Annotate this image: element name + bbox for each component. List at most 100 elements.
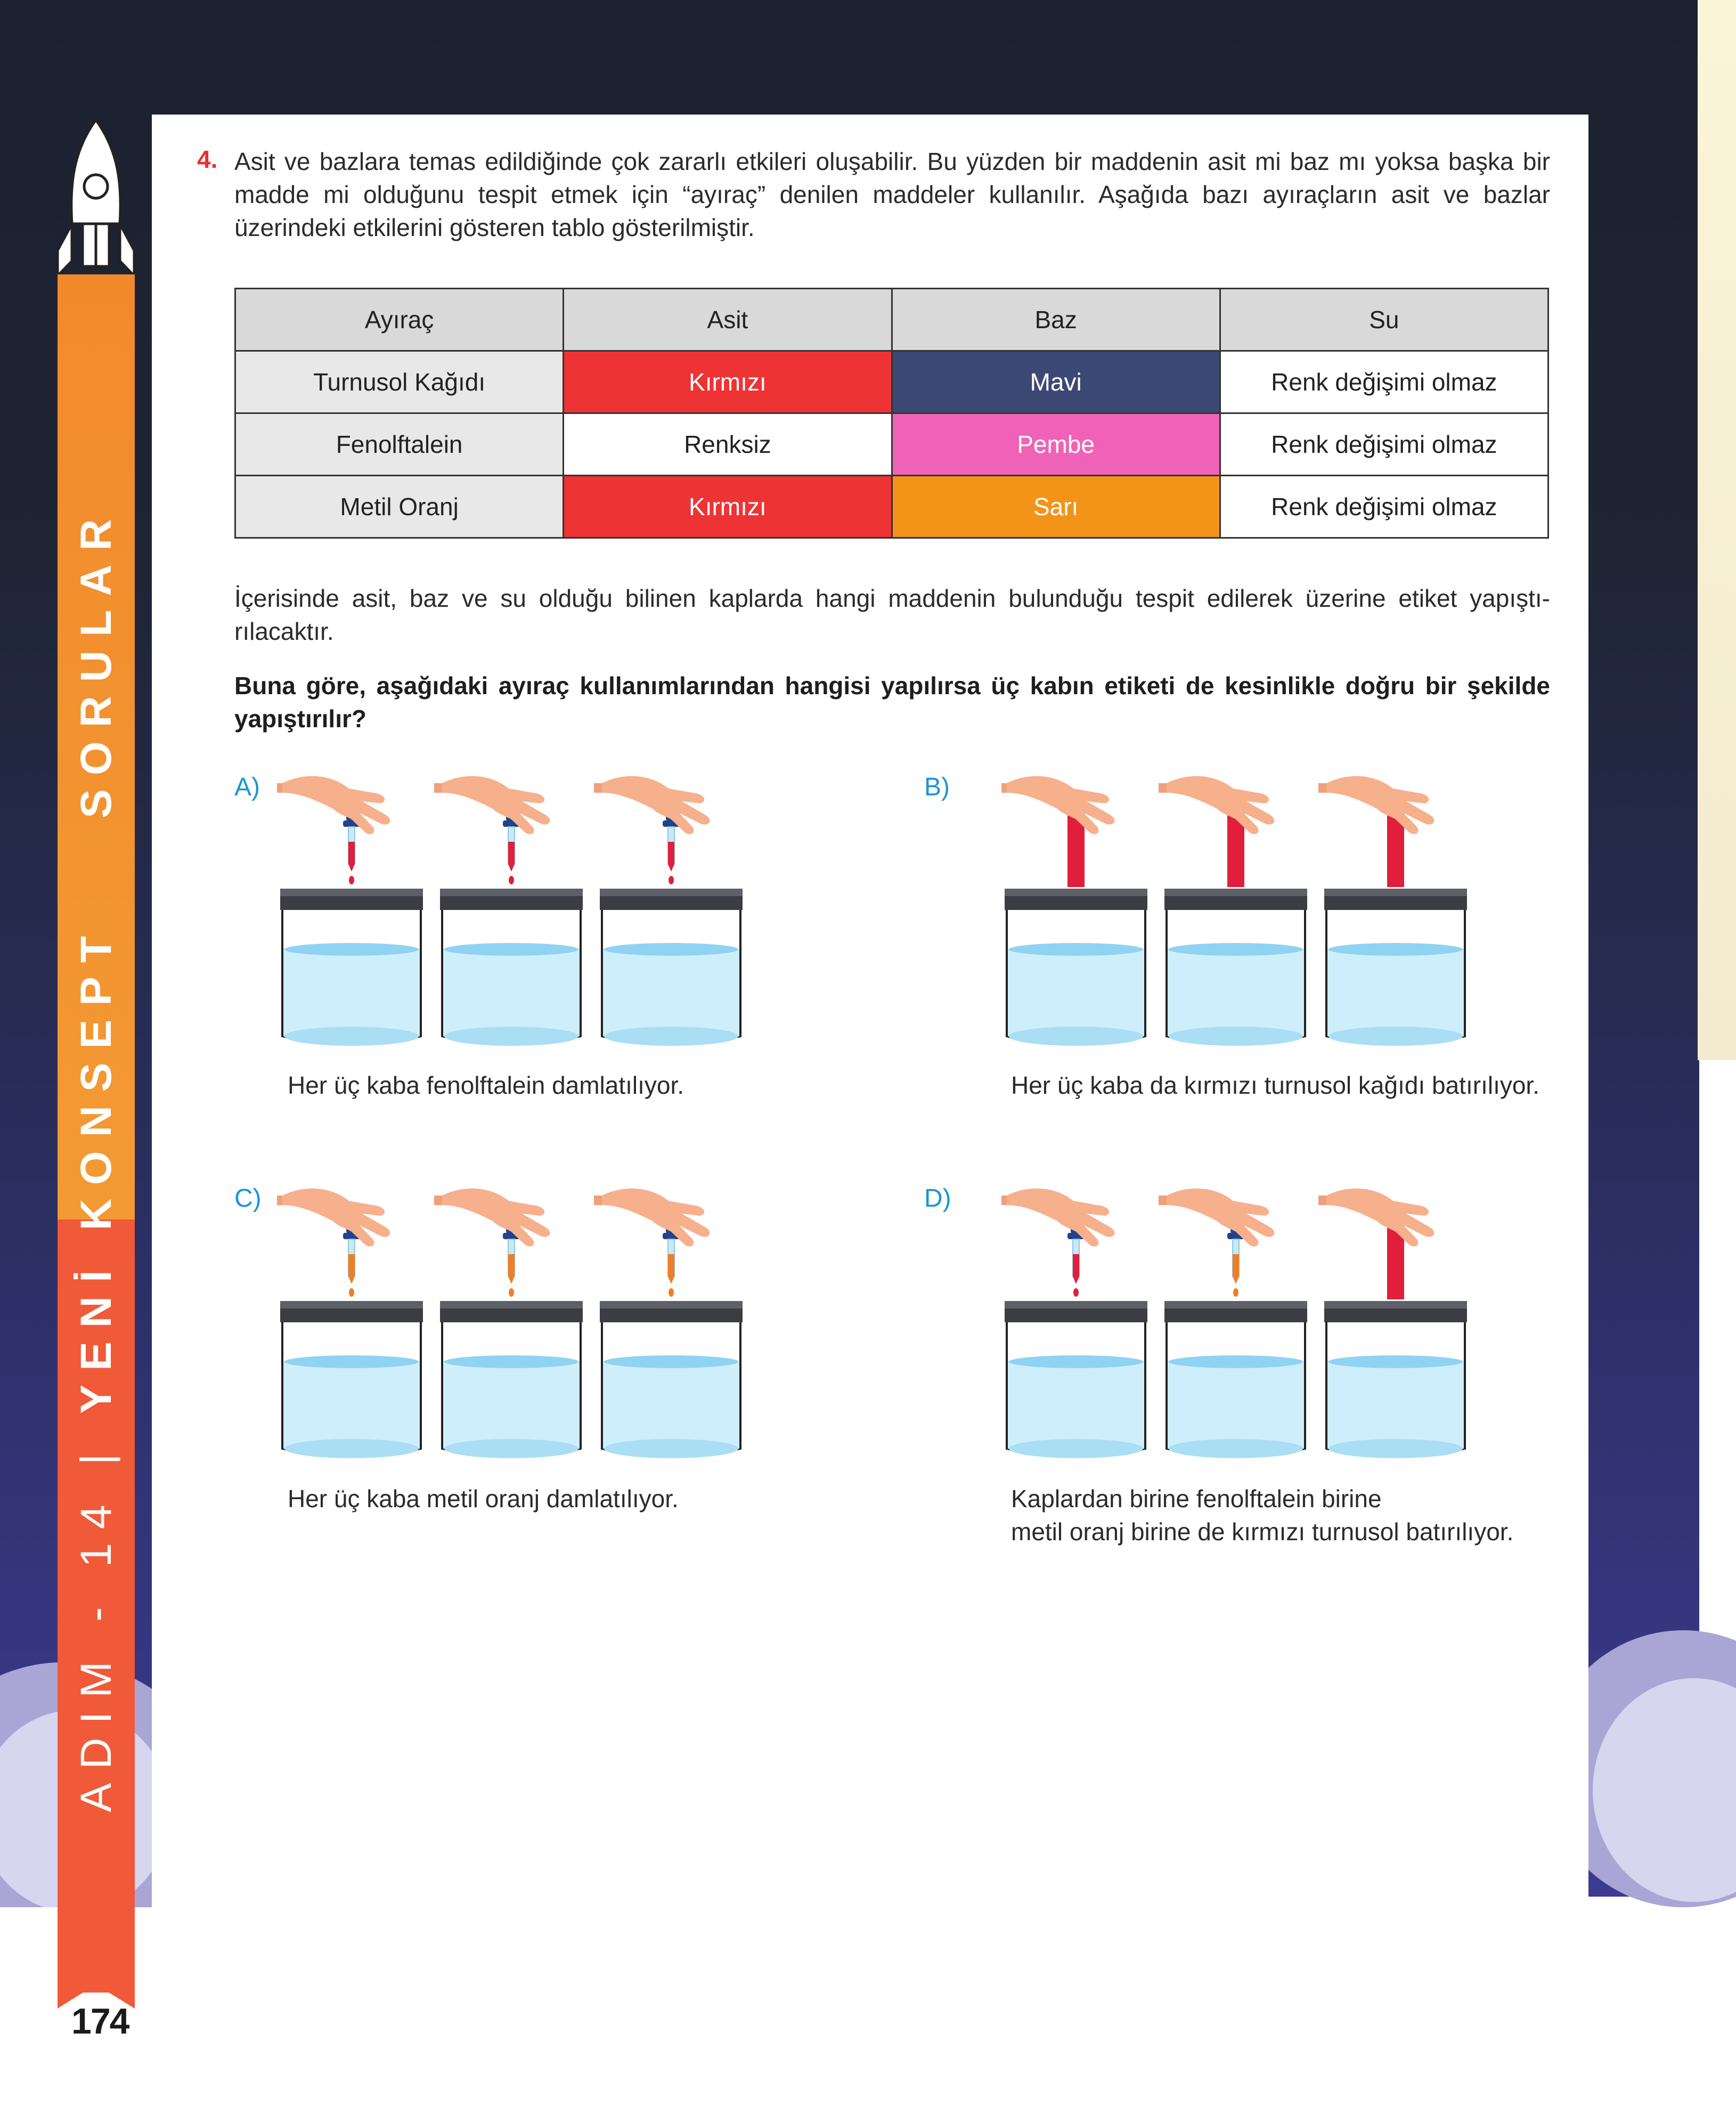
- jar-water: [1327, 1361, 1464, 1456]
- litmus-paper-strip: [1387, 812, 1404, 887]
- hand-shape: [442, 1188, 550, 1247]
- jar-lid-top: [600, 889, 743, 896]
- question-number: 4.: [197, 145, 218, 173]
- dropper-tip: [1073, 1276, 1079, 1284]
- table-header-row: Ayıraç Asit Baz Su: [234, 288, 1550, 352]
- jar-setup: [434, 776, 583, 1046]
- wrist-shape: [277, 783, 282, 793]
- wrist-shape: [594, 783, 602, 793]
- dropper-liquid: [668, 1254, 674, 1276]
- water-bottom: [1009, 1439, 1143, 1458]
- jar-setup: [1001, 776, 1147, 1046]
- dropper-tip: [668, 1276, 674, 1284]
- option-c-letter[interactable]: C): [234, 1184, 262, 1213]
- drop-shape: [669, 876, 674, 884]
- table-row: Fenolftalein Renksiz Pembe Renk değişimi…: [234, 412, 1550, 476]
- option-d-illustration[interactable]: [1001, 1180, 1481, 1473]
- litmus-paper-strip: [1227, 812, 1244, 887]
- jar-lid-top: [1164, 1301, 1307, 1308]
- option-b-letter[interactable]: B): [924, 773, 950, 801]
- jar-water: [443, 1361, 580, 1456]
- jar-icon: [1005, 889, 1147, 1046]
- hand-icon: [1159, 776, 1275, 834]
- option-c-illustration[interactable]: [277, 1180, 756, 1473]
- drop-shape: [349, 1288, 354, 1297]
- ribbon-step-label: ADIM - 14 |: [71, 1440, 120, 1812]
- wrist-shape: [1159, 783, 1167, 793]
- jar-setup: [1318, 776, 1467, 1046]
- water-surface: [284, 943, 419, 956]
- water-bottom: [284, 1439, 419, 1458]
- drop-shape: [349, 876, 354, 884]
- table-cell-indicator: Metil Oranj: [234, 475, 565, 539]
- jar-setup: [434, 1188, 583, 1458]
- jar-water: [443, 948, 580, 1044]
- rocket-icon: [56, 117, 136, 277]
- dropper-tip: [348, 864, 355, 872]
- wrist-shape: [434, 1196, 442, 1205]
- jar-icon: [1164, 889, 1307, 1046]
- drop-shape: [669, 1288, 674, 1297]
- wrist-shape: [1001, 1196, 1007, 1205]
- hand-shape: [1167, 776, 1275, 834]
- dropper-liquid: [508, 842, 515, 864]
- jar-icon: [280, 889, 423, 1046]
- dropper-liquid: [348, 842, 355, 864]
- hand-shape: [442, 776, 550, 834]
- jar-lid-top: [440, 889, 583, 896]
- jar-lid-top: [1164, 889, 1307, 896]
- jar-setup: [594, 776, 743, 1046]
- wrist-shape: [277, 1196, 282, 1205]
- table-cell-baz: Sarı: [891, 475, 1221, 539]
- drop-shape: [509, 876, 514, 884]
- drop-shape: [1233, 1288, 1238, 1297]
- jar-water: [1008, 948, 1144, 1044]
- jar-icon: [440, 1301, 583, 1458]
- table-cell-su: Renk değişimi olmaz: [1219, 350, 1550, 414]
- hand-icon: [1159, 1188, 1275, 1247]
- table-cell-indicator: Turnusol Kağıdı: [234, 350, 565, 414]
- dropper-liquid: [348, 1254, 355, 1276]
- dropper-tip: [508, 864, 515, 872]
- water-bottom: [1329, 1027, 1463, 1046]
- page-edge-strip: [1698, 0, 1736, 1060]
- table-cell-su: Renk değişimi olmaz: [1219, 412, 1550, 476]
- hand-icon: [434, 1188, 550, 1247]
- water-surface: [284, 1355, 419, 1368]
- jar-water: [603, 1361, 739, 1456]
- jar-setup: [594, 1188, 743, 1458]
- water-bottom: [604, 1439, 738, 1458]
- sidebar-ribbon: [58, 274, 135, 1993]
- water-surface: [1009, 943, 1143, 956]
- wrist-shape: [1001, 783, 1007, 793]
- option-d-letter[interactable]: D): [924, 1184, 951, 1213]
- table-cell-indicator: Fenolftalein: [234, 412, 565, 476]
- page-number: 174: [71, 2001, 129, 2042]
- litmus-paper-strip: [1067, 812, 1085, 887]
- water-bottom: [604, 1027, 738, 1046]
- water-surface: [444, 943, 578, 956]
- jar-lid-top: [280, 889, 423, 896]
- dropper-tip: [1233, 1276, 1239, 1284]
- table-row: Turnusol Kağıdı Kırmızı Mavi Renk değişi…: [234, 350, 1550, 414]
- table-cell-baz: Mavi: [891, 350, 1221, 414]
- hand-icon: [594, 776, 710, 834]
- option-a-letter[interactable]: A): [234, 773, 260, 801]
- hand-icon: [594, 1188, 710, 1247]
- water-surface: [604, 1355, 738, 1368]
- option-a-illustration[interactable]: [277, 767, 756, 1060]
- water-surface: [604, 943, 738, 956]
- option-b-caption: Her üç kaba da kırmızı turnusol kağıdı b…: [1011, 1071, 1539, 1099]
- water-surface: [1009, 1355, 1143, 1368]
- table-header: Su: [1219, 288, 1550, 352]
- table-cell-su: Renk değişimi olmaz: [1219, 475, 1550, 539]
- water-bottom: [1169, 1027, 1303, 1046]
- jar-water: [1168, 1361, 1304, 1456]
- water-surface: [1169, 1355, 1303, 1368]
- jar-setup: [277, 1188, 423, 1458]
- option-b-illustration[interactable]: [1001, 767, 1481, 1060]
- dropper-liquid: [1233, 1254, 1239, 1276]
- hand-icon: [434, 776, 550, 834]
- dropper-liquid: [668, 842, 674, 864]
- jar-setup: [1001, 1188, 1147, 1458]
